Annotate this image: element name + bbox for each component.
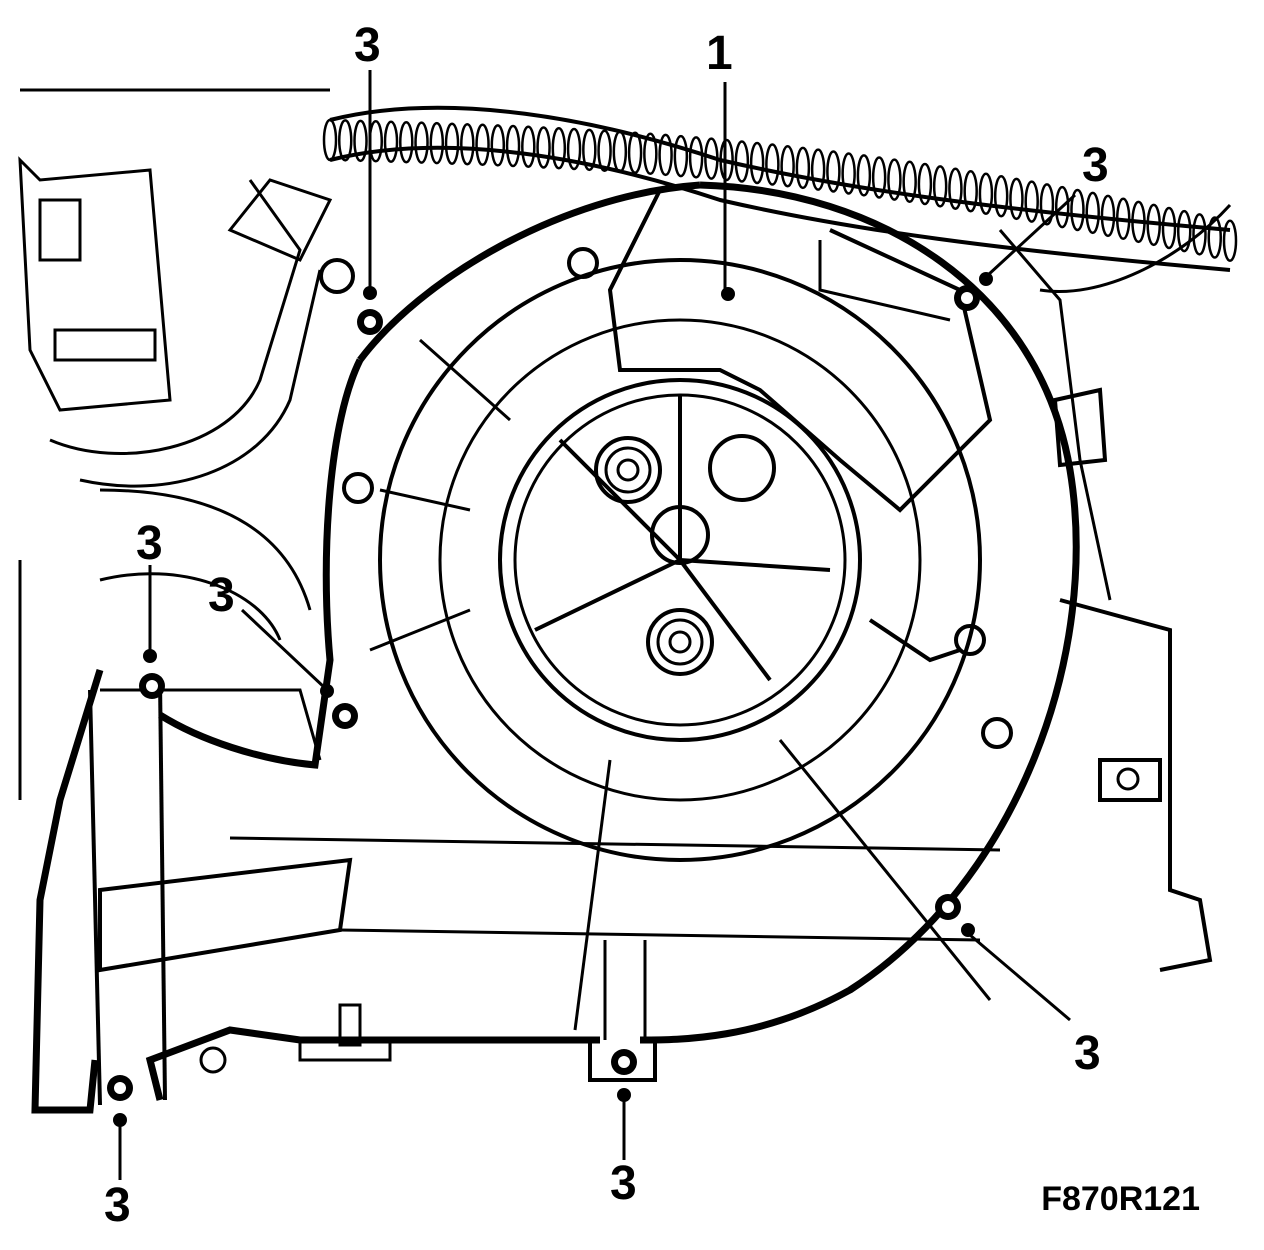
harness-ridge: [932, 165, 948, 208]
harness-ridge: [1070, 188, 1085, 232]
harness-ridge: [719, 138, 734, 182]
callout-3-top: 3: [354, 19, 381, 72]
harness-ridge: [399, 120, 414, 164]
harness-ridge: [475, 123, 490, 167]
harness-ridge: [566, 127, 582, 171]
left-ducting: [18, 88, 333, 800]
harness-ridge: [810, 148, 826, 191]
screw-bottom-center: [611, 1049, 637, 1075]
harness-ridge: [871, 156, 887, 199]
harness-ridge: [1085, 191, 1100, 235]
harness-ridge: [1039, 183, 1055, 226]
harness-ridge: [765, 143, 780, 186]
screw-right-bottom: [935, 894, 961, 920]
harness-ridge: [841, 152, 856, 195]
harness-ridge: [1176, 209, 1192, 253]
harness-ridge: [1146, 203, 1161, 247]
harness-ridge: [643, 132, 658, 176]
leader-lines: [113, 70, 1077, 1180]
harness-ridge: [582, 128, 597, 172]
callout-3-bottom-left: 3: [104, 1179, 131, 1232]
harness-ridge: [1115, 197, 1131, 241]
screw-right-top: [954, 285, 980, 311]
wiring-harness: [322, 105, 1238, 293]
harness-ridge: [536, 126, 551, 169]
harness-ridge: [597, 129, 612, 173]
callout-3-bottom-center: 3: [610, 1157, 637, 1210]
harness-ridge: [322, 118, 338, 162]
harness-ridge: [795, 146, 811, 190]
harness-ridge: [856, 154, 872, 197]
harness-ridge: [444, 122, 460, 165]
harness-ridge: [902, 160, 917, 204]
harness-ridge: [1207, 216, 1222, 259]
harness-ridge: [704, 137, 719, 180]
harness-ridge: [749, 141, 765, 185]
screw-top: [357, 309, 383, 335]
harness-ridge: [551, 126, 567, 170]
harness-ridge: [1054, 185, 1070, 229]
callout-3-left: 3: [136, 517, 163, 570]
screw-left-inner: [332, 703, 358, 729]
harness-ridge: [734, 140, 750, 183]
harness-ridge: [490, 124, 506, 167]
harness-ridge: [1100, 194, 1116, 238]
callout-3-right-bottom: 3: [1074, 1027, 1101, 1080]
harness-ridge: [1009, 177, 1024, 221]
harness-ridge: [414, 121, 429, 164]
harness-ridge: [1024, 180, 1039, 223]
screw-bottom-left: [107, 1075, 133, 1101]
harness-ridge: [460, 122, 475, 166]
harness-ridge: [353, 119, 368, 163]
callout-3-left-inner: 3: [208, 569, 235, 622]
harness-ridge: [993, 175, 1009, 218]
harness-ridge: [1161, 206, 1177, 250]
harness-ridge: [612, 130, 628, 173]
harness-ridge: [1222, 219, 1238, 262]
harness-ridge: [383, 120, 399, 163]
callout-1: 1: [706, 27, 733, 80]
harness-ridge: [429, 121, 445, 165]
harness-ridge: [917, 162, 933, 206]
harness-ridge: [887, 158, 902, 201]
callout-3-right-top: 3: [1082, 139, 1109, 192]
harness-ridge: [948, 167, 963, 210]
harness-ridge: [658, 133, 673, 177]
harness-ridge: [368, 120, 384, 163]
harness-ridge: [505, 124, 521, 168]
harness-ridge: [963, 169, 978, 213]
harness-ridge: [1131, 200, 1146, 244]
screw-left: [139, 673, 165, 699]
blower-housing: [31, 181, 1213, 1114]
harness-ridge: [1192, 213, 1207, 256]
harness-ridge: [338, 119, 353, 162]
harness-ridge: [521, 125, 536, 168]
harness-ridge: [780, 144, 795, 188]
harness-ridge: [673, 134, 689, 178]
harness-ridge: [978, 172, 994, 215]
harness-ridge: [627, 131, 643, 174]
harness-ridge: [826, 150, 841, 193]
harness-ridge: [688, 136, 704, 179]
figure-reference: F870R121: [1041, 1180, 1200, 1218]
